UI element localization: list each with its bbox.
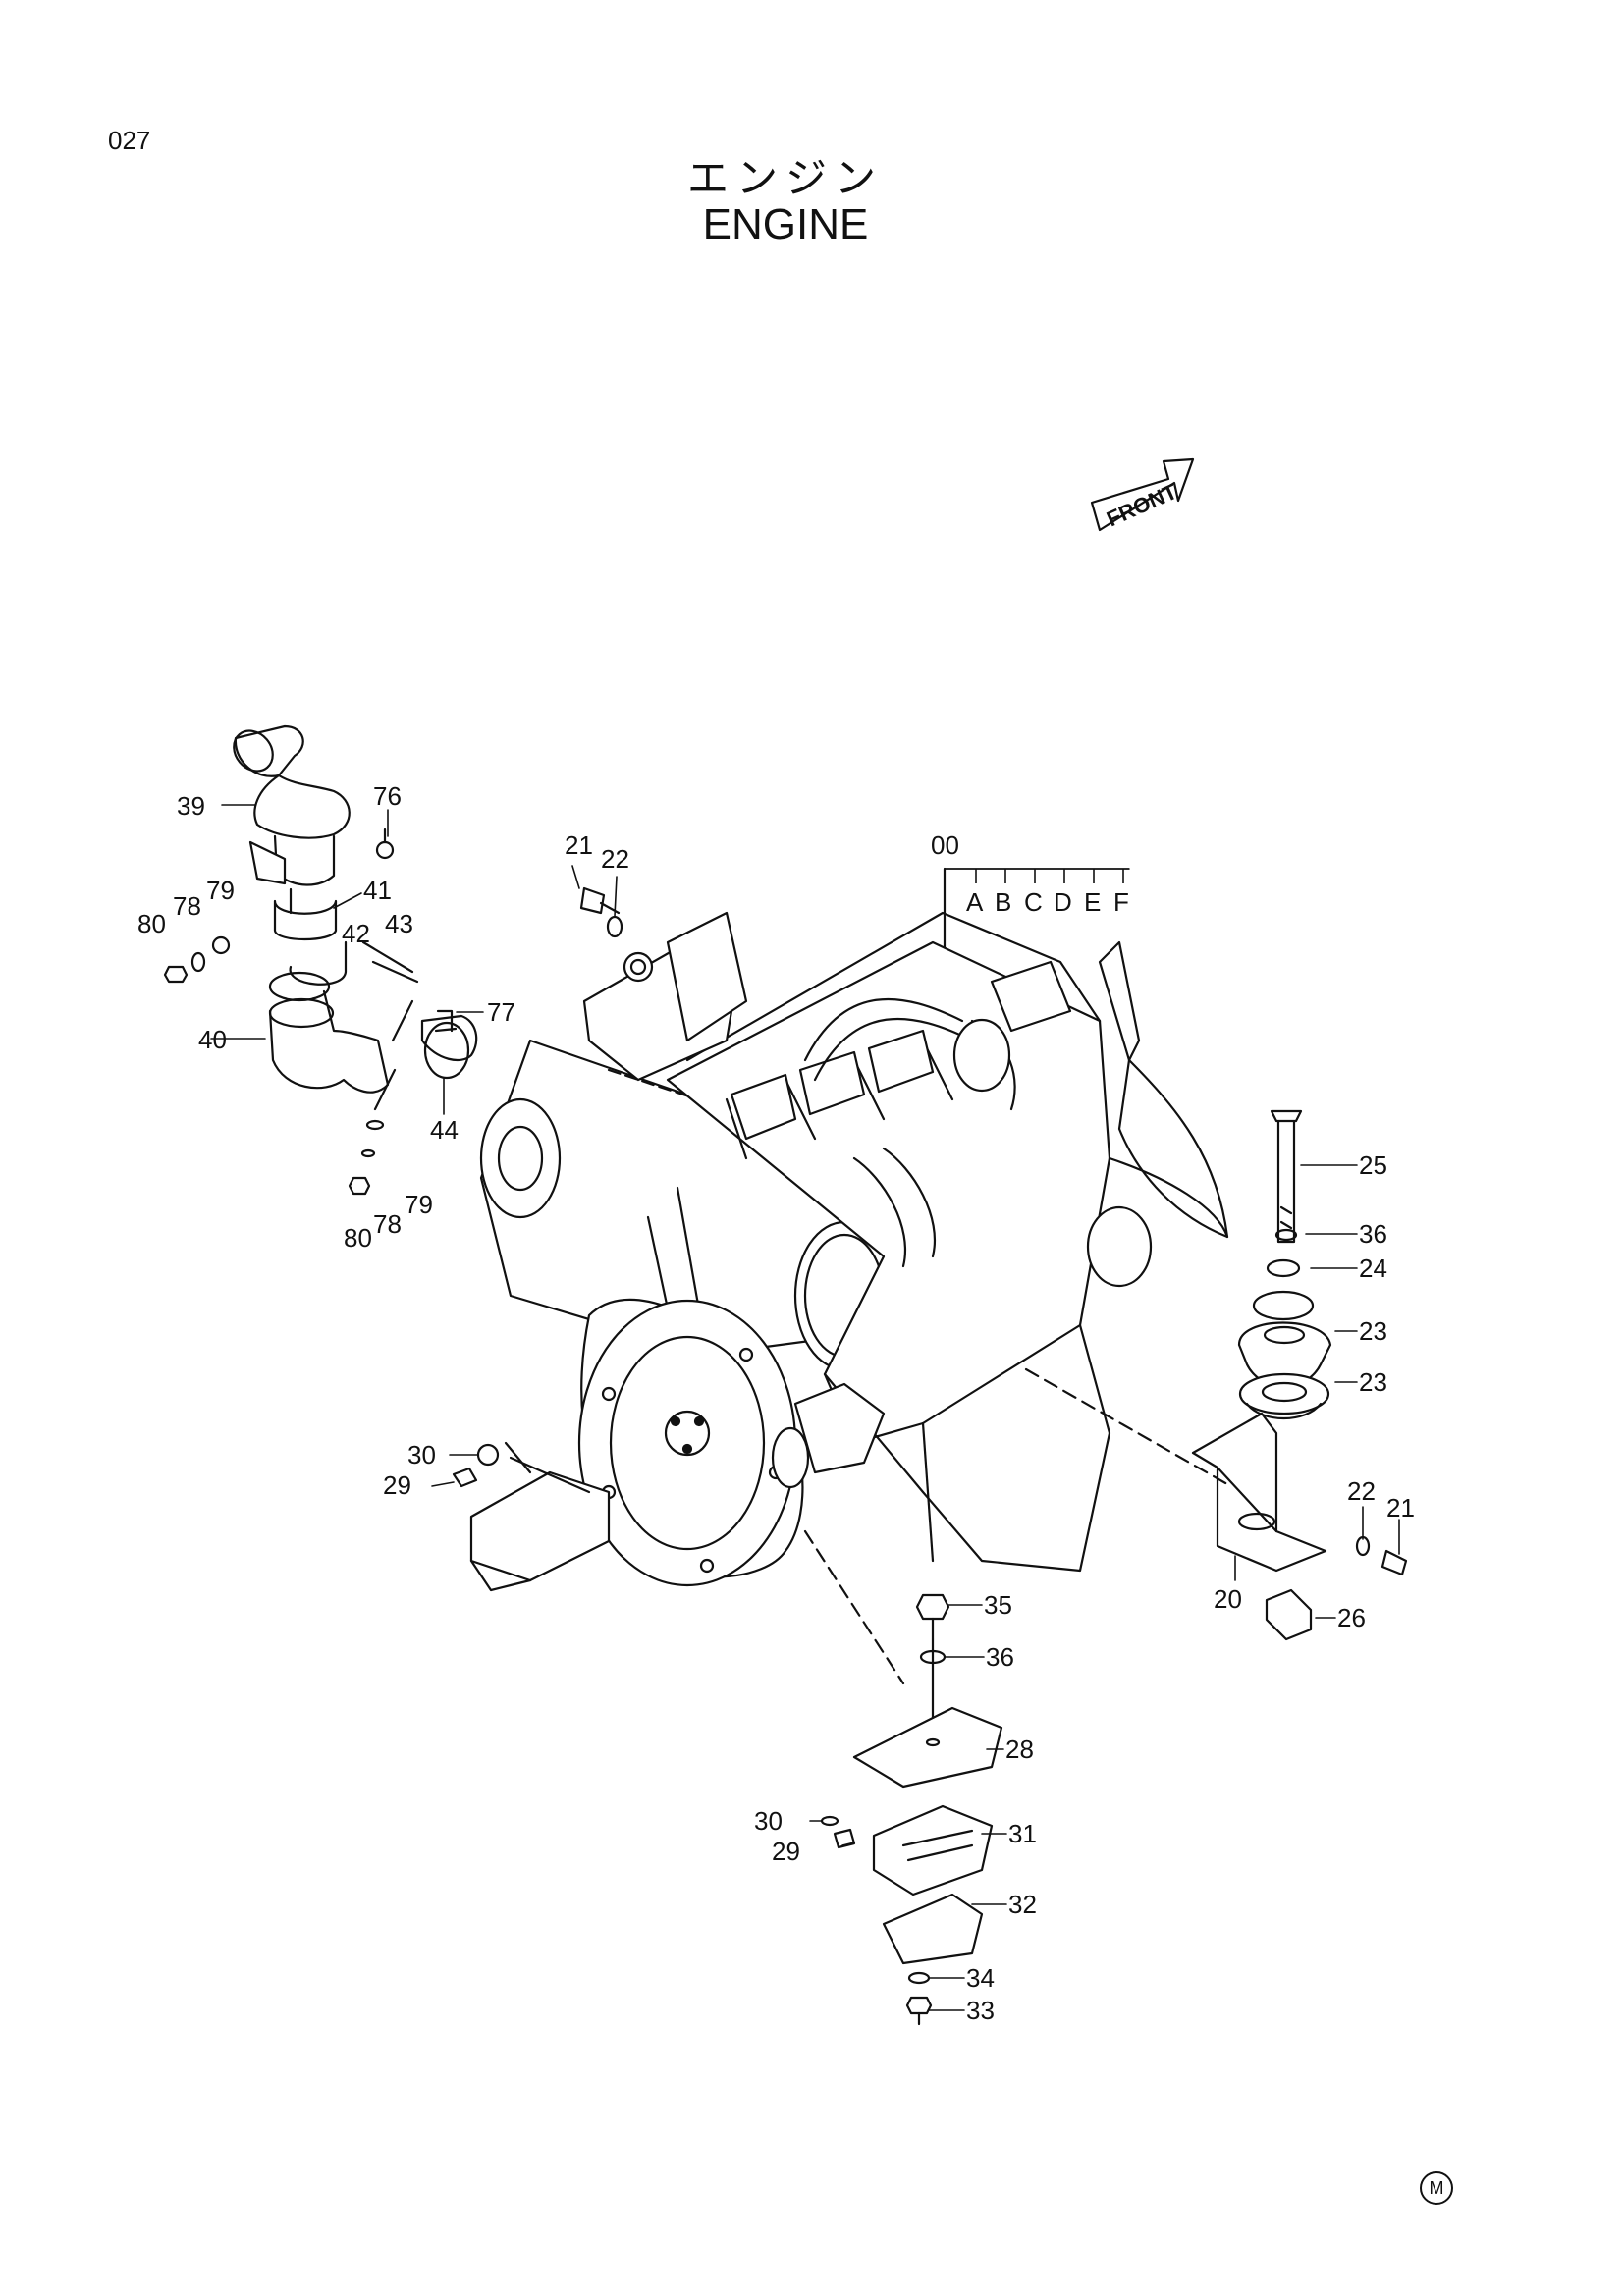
callout-44: 44 bbox=[430, 1115, 459, 1145]
front-direction-arrow: FRONT bbox=[1090, 457, 1195, 531]
page-number: 027 bbox=[108, 126, 151, 155]
air-intake-group bbox=[233, 724, 478, 1111]
callout-42: 42 bbox=[342, 919, 370, 948]
variant-b: B bbox=[995, 887, 1011, 917]
variant-f: F bbox=[1113, 887, 1129, 917]
callout-30-left: 30 bbox=[407, 1440, 436, 1469]
callout-33: 33 bbox=[966, 1996, 995, 2025]
callout-21-right: 21 bbox=[1386, 1493, 1415, 1522]
callout-39: 39 bbox=[177, 791, 205, 821]
variant-c: C bbox=[1024, 887, 1043, 917]
callout-76: 76 bbox=[373, 781, 402, 811]
variant-letter-row: A B C D E F bbox=[945, 868, 1129, 917]
callout-00: 00 bbox=[931, 830, 959, 860]
callout-31: 31 bbox=[1008, 1819, 1037, 1848]
callout-80-upper: 80 bbox=[137, 909, 166, 938]
callout-23-lower: 23 bbox=[1359, 1367, 1387, 1397]
callout-32: 32 bbox=[1008, 1890, 1037, 1919]
callout-26: 26 bbox=[1337, 1603, 1366, 1632]
callout-23-upper: 23 bbox=[1359, 1316, 1387, 1346]
callout-22-right: 22 bbox=[1347, 1476, 1376, 1506]
callout-40: 40 bbox=[198, 1025, 227, 1054]
engine-block bbox=[479, 867, 1229, 1587]
right-mount-stack bbox=[1024, 1109, 1408, 1641]
callout-79-lower: 79 bbox=[405, 1190, 433, 1219]
variant-d: D bbox=[1054, 887, 1072, 917]
callout-30-bottom: 30 bbox=[754, 1806, 783, 1836]
title-english: ENGINE bbox=[702, 200, 869, 248]
variant-e: E bbox=[1084, 887, 1101, 917]
callout-21-upper: 21 bbox=[565, 830, 593, 860]
callout-20: 20 bbox=[1214, 1584, 1242, 1614]
callout-36-right: 36 bbox=[1359, 1219, 1387, 1249]
callout-36-bottom: 36 bbox=[986, 1642, 1014, 1672]
callout-77: 77 bbox=[487, 997, 515, 1027]
callout-labels: 00 39 76 41 79 78 80 42 43 40 77 44 80 7… bbox=[137, 781, 1415, 2025]
callout-22-upper: 22 bbox=[601, 844, 629, 874]
bottom-mount-stack bbox=[803, 1529, 1003, 2026]
callout-28: 28 bbox=[1005, 1735, 1034, 1764]
callout-79-upper: 79 bbox=[206, 876, 235, 905]
callout-41: 41 bbox=[363, 876, 392, 905]
title-japanese: エンジン bbox=[686, 154, 884, 202]
upper-mount-bracket bbox=[579, 886, 748, 1099]
callout-35: 35 bbox=[984, 1590, 1012, 1620]
callout-25: 25 bbox=[1359, 1150, 1387, 1180]
callout-80-lower: 80 bbox=[344, 1223, 372, 1253]
callout-34: 34 bbox=[966, 1963, 995, 1993]
callout-24: 24 bbox=[1359, 1254, 1387, 1283]
callout-78-lower: 78 bbox=[373, 1209, 402, 1239]
callout-29-bottom: 29 bbox=[772, 1837, 800, 1866]
corner-registered-mark: M bbox=[1420, 2171, 1453, 2205]
small-hardware-left bbox=[163, 828, 458, 1196]
callout-29-left: 29 bbox=[383, 1470, 411, 1500]
leader-lines bbox=[210, 804, 1400, 2011]
callout-78-upper: 78 bbox=[173, 891, 201, 921]
callout-43: 43 bbox=[385, 909, 413, 938]
variant-a: A bbox=[966, 887, 984, 917]
